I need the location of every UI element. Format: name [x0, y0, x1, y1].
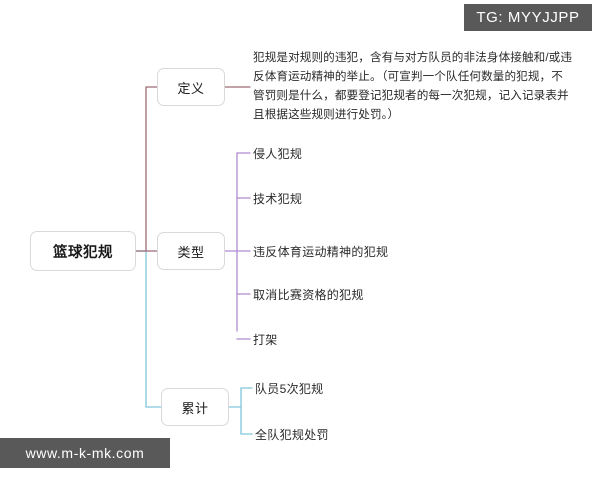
- type-leaf-disqualifying-foul[interactable]: 取消比赛资格的犯规: [253, 288, 364, 302]
- telegram-watermark-badge: TG: MYYJJPP: [464, 4, 592, 31]
- mindmap-branch-types[interactable]: 类型: [157, 232, 225, 270]
- website-watermark-text: www.m-k-mk.com: [25, 445, 145, 461]
- type-leaf-unsportsmanlike-foul[interactable]: 违反体育运动精神的犯规: [253, 245, 389, 259]
- mindmap-branch-cumulative[interactable]: 累计: [161, 388, 229, 426]
- mindmap-branch-definition-label: 定义: [177, 80, 205, 96]
- telegram-watermark-text: TG: MYYJJPP: [476, 9, 580, 26]
- website-watermark-badge: www.m-k-mk.com: [0, 438, 170, 468]
- mindmap-root-label: 篮球犯规: [53, 244, 113, 261]
- type-leaf-technical-foul[interactable]: 技术犯规: [253, 192, 303, 206]
- type-leaf-fighting[interactable]: 打架: [253, 333, 278, 347]
- mindmap-root-node[interactable]: 篮球犯规: [30, 231, 136, 271]
- mindmap-branch-cumulative-label: 累计: [181, 400, 209, 416]
- cumulative-leaf-team-foul-penalty[interactable]: 全队犯规处罚: [255, 428, 329, 442]
- mindmap-branch-types-label: 类型: [177, 244, 205, 260]
- definition-body-text: 犯规是对规则的违犯，含有与对方队员的非法身体接触和/或违反体育运动精神的举止。（…: [253, 51, 573, 121]
- cumulative-leaf-player-five-fouls[interactable]: 队员5次犯规: [255, 382, 324, 396]
- mindmap-branch-definition[interactable]: 定义: [157, 68, 225, 106]
- type-leaf-personal-foul[interactable]: 侵人犯规: [253, 147, 303, 161]
